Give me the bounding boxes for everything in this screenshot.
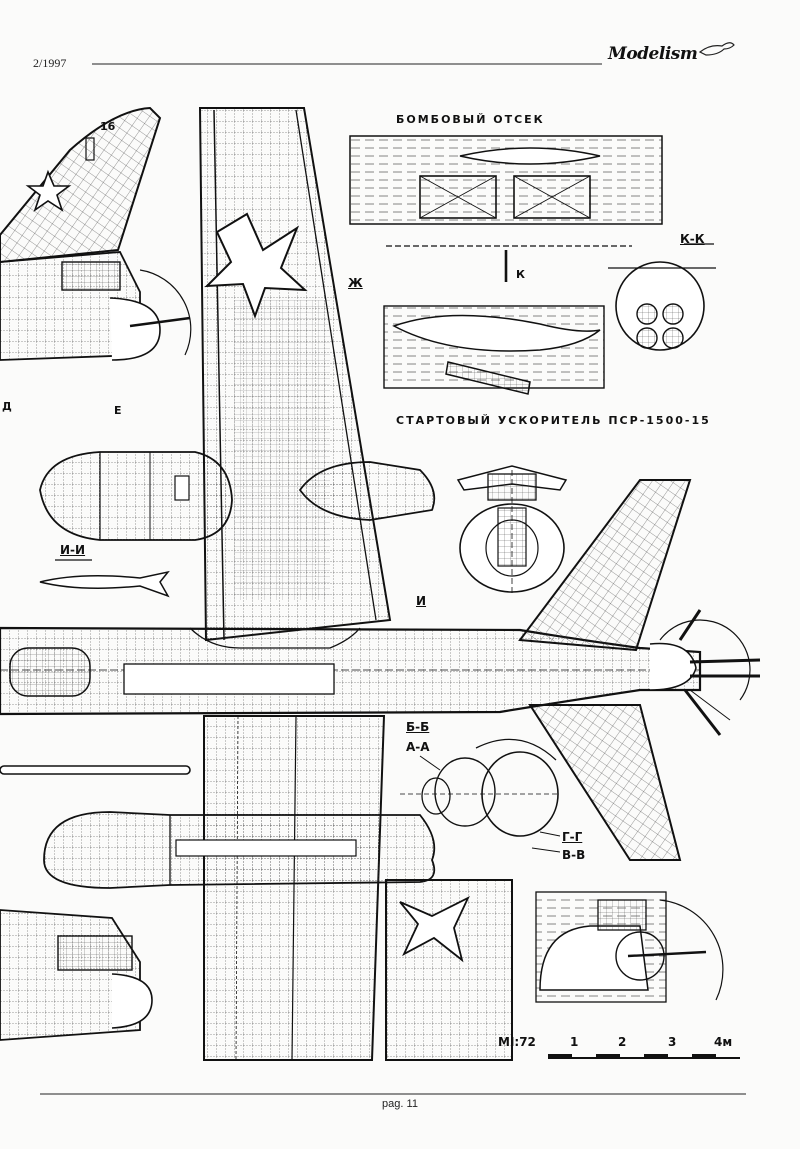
- lower-wing-detail: [385, 879, 513, 1061]
- section-d-marker: Д: [2, 400, 12, 413]
- cockpit-detail: [535, 891, 724, 1003]
- section-kk-label: К-К: [680, 232, 705, 246]
- scale-ratio: MI:72: [498, 1035, 536, 1049]
- section-e-marker: Е: [114, 404, 122, 417]
- scale-bar-graphic: [548, 1054, 740, 1059]
- logo-plane-icon: [698, 42, 735, 56]
- scale-tick-4: 4м: [714, 1035, 733, 1049]
- rear-fuselage-left: [0, 251, 192, 361]
- bomb-bay-drawing: [349, 135, 663, 282]
- cross-sections-drawing: [400, 738, 561, 853]
- star-marking-wing: [204, 212, 308, 319]
- engine-nacelle-right-upper: [298, 461, 436, 521]
- issue-number: 2/1997: [33, 56, 67, 70]
- lower-wing: [203, 715, 386, 1061]
- stabilizer-upper: [518, 479, 692, 652]
- section-vv-label: В-В: [562, 848, 586, 862]
- booster-title: СТАРТОВЫЙ УСКОРИТЕЛЬ ПСР-1500-15: [396, 414, 711, 427]
- section-bb-label: Б-Б: [406, 720, 430, 734]
- scale-tick-1: 1: [570, 1035, 579, 1049]
- star-marking-tail: [25, 169, 72, 213]
- lower-left-detail: [0, 909, 153, 1041]
- engine-nacelle-lower: [43, 811, 436, 889]
- scale-tick-2: 2: [618, 1035, 627, 1049]
- tail-prop: [678, 609, 731, 736]
- tail-number: 16: [100, 120, 116, 133]
- magazine-logo: Modelism: [608, 44, 698, 64]
- pitot-rod: [0, 765, 191, 775]
- section-zh-label: Ж: [348, 276, 363, 290]
- section-ii-label: И-И: [60, 543, 86, 557]
- section-aa-label: А-А: [406, 740, 430, 754]
- star-marking-lower: [399, 896, 470, 963]
- fuselage: [0, 619, 761, 716]
- booster-drawing: [383, 305, 605, 395]
- scale-tick-3: 3: [668, 1035, 677, 1049]
- section-gg-label: Г-Г: [562, 830, 583, 844]
- engine-nacelle-left-upper: [39, 451, 233, 541]
- section-kk-drawing: [608, 243, 716, 351]
- section-ii-profile: [39, 559, 170, 598]
- section-k-marker: К: [516, 268, 525, 281]
- booster-front-view: [456, 465, 568, 596]
- stabilizer-lower: [528, 704, 682, 861]
- tail-fin-left: [0, 106, 162, 264]
- page-number: pag. 11: [382, 1098, 418, 1110]
- section-ii-wing-label: И: [416, 594, 427, 608]
- bomb-bay-title: БОМБОВЫЙ ОТСЕК: [396, 113, 545, 126]
